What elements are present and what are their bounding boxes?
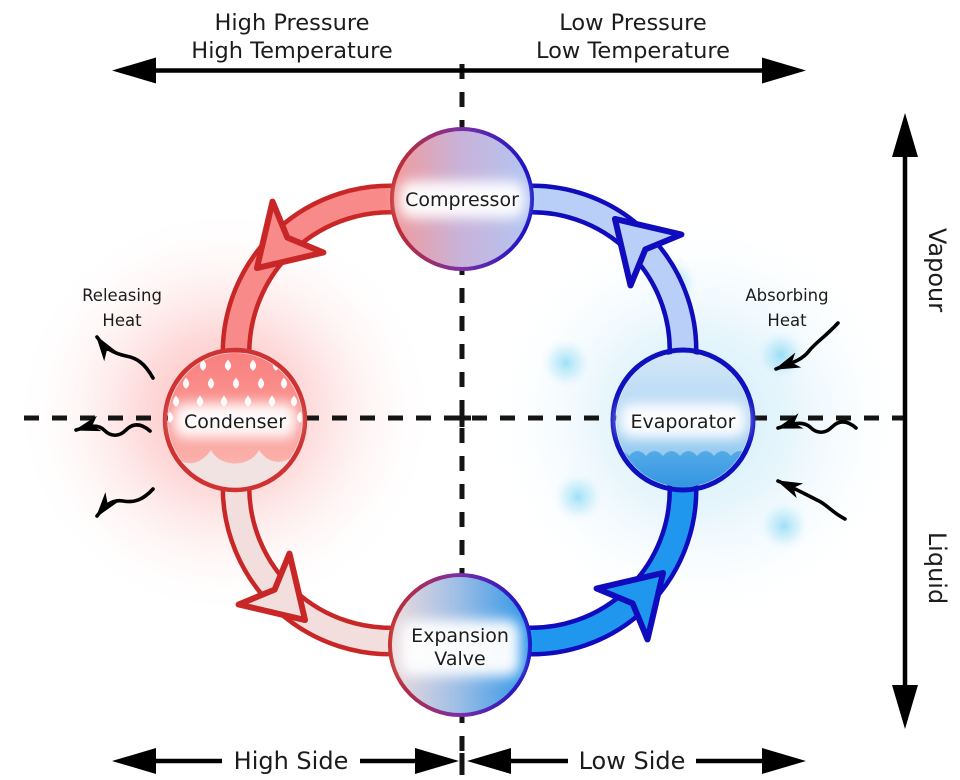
phase-axis-up-arrowhead <box>892 113 918 157</box>
evaporator-node: Evaporator <box>610 347 756 493</box>
pressure-axis-right-arrowhead <box>762 57 806 84</box>
low-pressure-label-line1: Low Pressure <box>559 10 707 36</box>
evaporator-circle <box>610 347 756 493</box>
vapour-label: Vapour <box>923 228 951 312</box>
high-pressure-label-line2: High Temperature <box>191 38 392 64</box>
releasing-heat-label-line1: Releasing <box>82 286 162 305</box>
compressor-label-glow <box>399 181 525 218</box>
expansion-valve-node: Expansion Valve <box>388 573 532 717</box>
absorbing-heat-arrow-top <box>774 321 840 371</box>
absorbing-heat-arrow-bottom <box>776 479 847 521</box>
high-pressure-label-line1: High Pressure <box>215 10 370 36</box>
pressure-axis-left-arrowhead <box>112 57 156 84</box>
liquid-label: Liquid <box>923 532 951 604</box>
releasing-heat-arrow-bottom <box>95 487 155 518</box>
absorbing-heat-label-line2: Heat <box>767 311 807 330</box>
phase-axis: Vapour Liquid <box>892 113 951 729</box>
condenser-label: Condenser <box>184 411 286 433</box>
side-axis: High Side Low Side <box>112 747 806 775</box>
compressor-node: Compressor <box>390 127 534 271</box>
high-side-right-arrowhead <box>415 748 459 774</box>
absorbing-heat-annotation: Absorbing Heat <box>745 286 858 521</box>
condenser-circle <box>162 347 308 493</box>
absorbing-heat-arrow-middle <box>776 413 858 435</box>
releasing-heat-label-line2: Heat <box>102 311 142 330</box>
expansion-valve-label-line2: Valve <box>434 648 485 670</box>
low-side-label: Low Side <box>579 747 686 775</box>
condenser-label-glow <box>173 403 297 438</box>
refrigerant-cycle-loop <box>220 183 699 657</box>
releasing-heat-annotation: Releasing Heat <box>74 286 162 518</box>
releasing-heat-arrow-middle <box>74 415 152 438</box>
absorbing-heat-label-line1: Absorbing <box>745 286 828 305</box>
pressure-axis: High Pressure High Temperature Low Press… <box>112 10 806 84</box>
low-pressure-label-line2: Low Temperature <box>536 38 730 64</box>
evaporator-label: Evaporator <box>631 411 736 433</box>
low-side-right-arrowhead <box>762 748 806 774</box>
condenser-node: Condenser <box>162 347 308 493</box>
releasing-heat-arrow-top <box>95 335 155 380</box>
compressor-label: Compressor <box>405 189 519 211</box>
high-side-left-arrowhead <box>112 748 156 774</box>
high-side-label: High Side <box>234 747 349 775</box>
phase-axis-down-arrowhead <box>892 685 918 729</box>
low-side-left-arrowhead <box>467 748 511 774</box>
evaporator-label-glow <box>619 403 747 438</box>
expansion-valve-label-line1: Expansion <box>411 625 509 647</box>
expansion-valve-label-glow <box>400 620 520 676</box>
